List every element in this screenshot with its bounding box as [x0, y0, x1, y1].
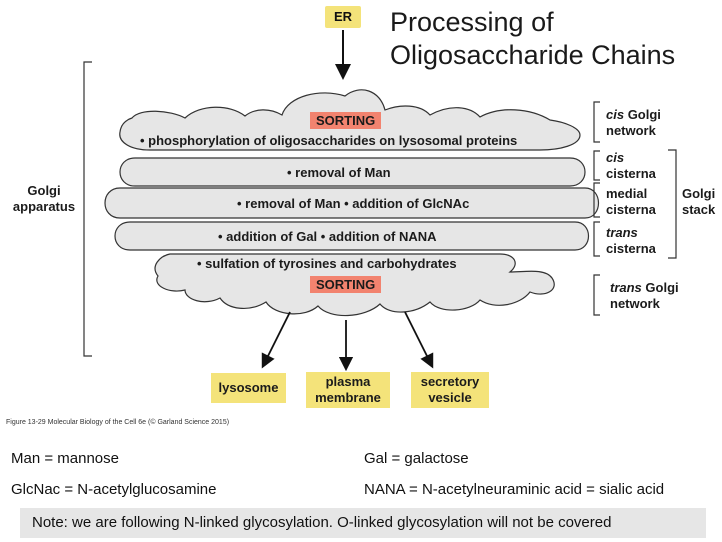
sorting-label-bottom: SORTING: [310, 276, 382, 293]
golgi-apparatus-bracket: [83, 61, 92, 357]
cis-cisterna-shape: [119, 157, 586, 187]
cis-cisterna-label: cis cisterna: [606, 150, 656, 181]
def-nana: NANA = N-acetylneuraminic acid = sialic …: [364, 481, 665, 498]
trans-cisterna-text: • addition of Gal • addition of NANA: [218, 229, 437, 244]
medial-cisterna-text: • removal of Man • addition of GlcNAc: [237, 196, 470, 211]
cis-golgi-network-label: cis Golgi network: [606, 107, 661, 138]
cis-network-text: • phosphorylation of oligosaccharides on…: [140, 133, 518, 148]
golgi-apparatus-label: Golgi apparatus: [12, 183, 76, 214]
cis-cisterna-text: • removal of Man: [287, 165, 391, 180]
trans-golgi-network-label: trans Golgi network: [610, 280, 679, 311]
dest-lysosome: lysosome: [211, 373, 286, 403]
title-line-1: Processing of: [390, 7, 554, 37]
medial-cisterna-label: medial cisterna: [606, 186, 656, 217]
golgi-stack-label: Golgi stack: [682, 186, 716, 217]
trans-cisterna-shape: [114, 221, 590, 251]
def-gal: Gal = galactose: [364, 450, 469, 467]
figure-caption: Figure 13-29 Molecular Biology of the Ce…: [6, 419, 230, 426]
trans-cisterna-label: trans cisterna: [606, 225, 656, 256]
sorting-label-top: SORTING: [310, 112, 382, 129]
dest-plasma-membrane: plasma membrane: [306, 372, 390, 408]
def-glcnac: GlcNac = N-acetylglucosamine: [11, 481, 217, 498]
arrow-secretory-vesicle: [404, 311, 434, 369]
arrow-lysosome: [261, 311, 291, 369]
def-man: Man = mannose: [11, 450, 119, 467]
note-banner: Note: we are following N-linked glycosyl…: [20, 508, 706, 538]
golgi-stack-bracket: [668, 149, 677, 259]
dest-secretory-vesicle: secretory vesicle: [411, 372, 489, 408]
trans-network-text: • sulfation of tyrosines and carbohydrat…: [197, 256, 457, 271]
title-line-2: Oligosaccharide Chains: [390, 40, 676, 70]
er-label: ER: [325, 6, 361, 28]
page-title: Processing of Oligosaccharide Chains: [390, 6, 675, 72]
